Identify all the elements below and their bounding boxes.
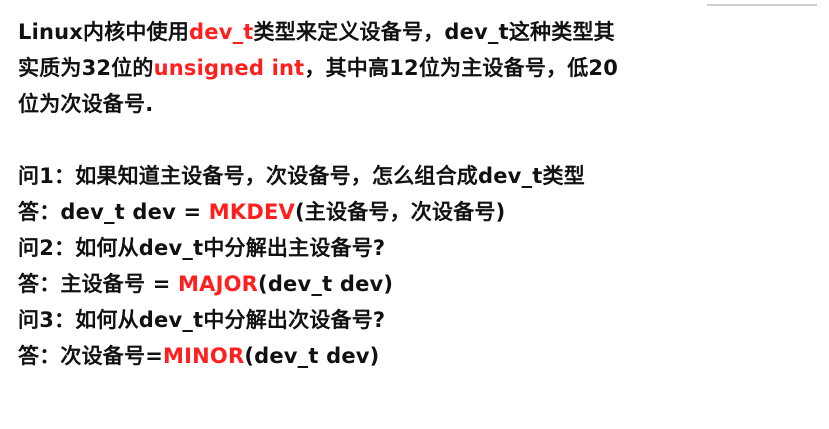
answer-1-suffix: (主设备号，次设备号) <box>295 200 506 224</box>
answer-2: 答：主设备号 = MAJOR(dev_t dev) <box>18 266 808 302</box>
paragraph-line-2-part-1: 实质为32位的 <box>18 56 154 80</box>
dev-t-highlight: dev_t <box>189 20 254 44</box>
answer-2-suffix: (dev_t dev) <box>258 272 394 296</box>
paragraph-line-3: 位为次设备号. <box>18 92 154 116</box>
major-function: MAJOR <box>178 272 259 296</box>
document-body: Linux内核中使用dev_t类型来定义设备号，dev_t这种类型其 实质为32… <box>18 14 808 374</box>
answer-1-prefix: 答：dev_t dev = <box>18 200 209 224</box>
question-3: 问3：如何从dev_t中分解出次设备号? <box>18 308 386 332</box>
top-divider-line <box>707 4 817 6</box>
answer-2-prefix: 答：主设备号 = <box>18 272 179 296</box>
paragraph-line-1-part-1: Linux内核中使用 <box>18 20 190 44</box>
answer-3-prefix: 答：次设备号= <box>18 344 163 368</box>
answer-1: 答：dev_t dev = MKDEV(主设备号，次设备号) <box>18 194 808 230</box>
paragraph-line-1-part-3: 类型来定义设备号，dev_t这种类型其 <box>253 20 615 44</box>
minor-function: MINOR <box>163 344 245 368</box>
answer-3: 答：次设备号=MINOR(dev_t dev) <box>18 338 808 374</box>
answer-3-suffix: (dev_t dev) <box>244 344 380 368</box>
blank-line <box>18 122 808 158</box>
unsigned-int-highlight: unsigned int <box>153 56 305 80</box>
paragraph-line-1: Linux内核中使用dev_t类型来定义设备号，dev_t这种类型其 <box>18 14 808 50</box>
question-2: 问2：如何从dev_t中分解出主设备号? <box>18 236 386 260</box>
paragraph-line-2: 实质为32位的unsigned int，其中高12位为主设备号，低20 <box>18 50 808 86</box>
question-1: 问1：如果知道主设备号，次设备号，怎么组合成dev_t类型 <box>18 164 585 188</box>
paragraph-line-2-part-3: ，其中高12位为主设备号，低20 <box>304 56 619 80</box>
mkdev-function: MKDEV <box>208 200 295 224</box>
